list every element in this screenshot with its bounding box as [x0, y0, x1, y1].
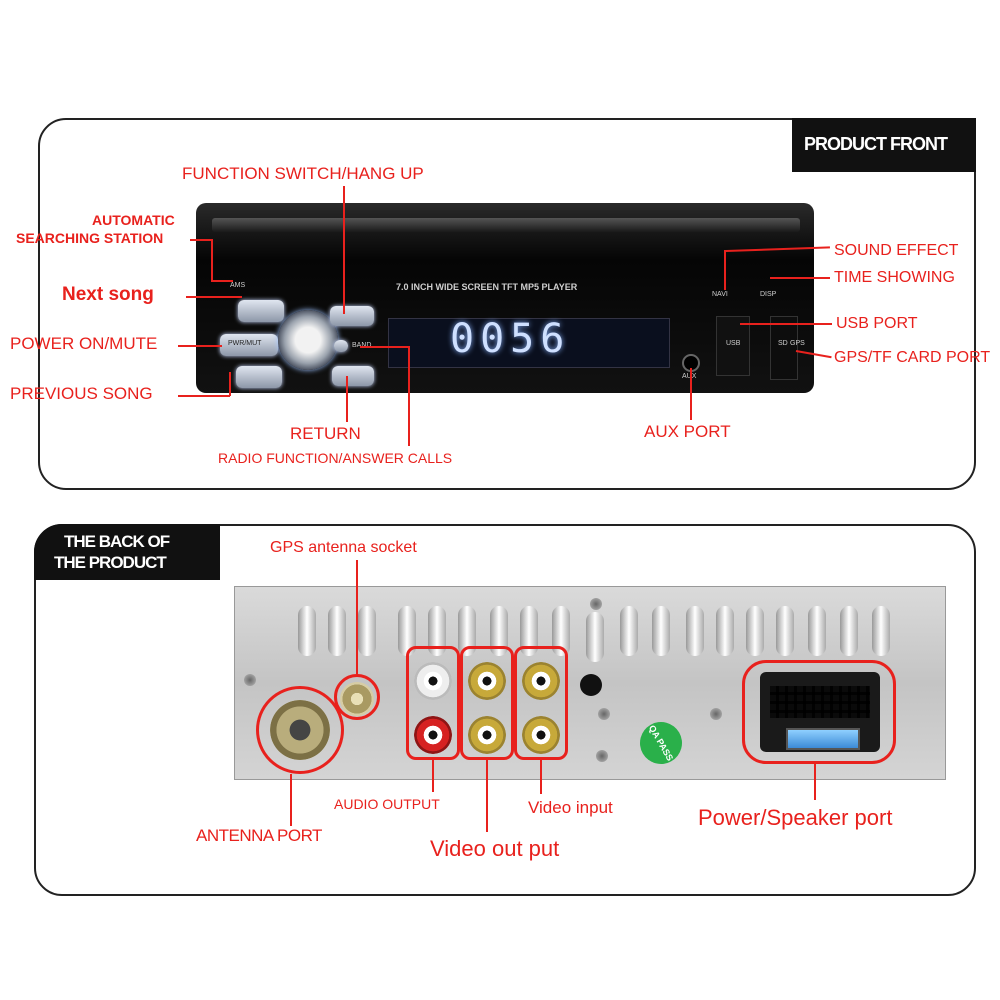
ams-label: AMS [230, 282, 246, 289]
connector-pins [770, 686, 870, 718]
back-header-text-1: THE BACK OF [64, 532, 170, 551]
label-aux-port: AUX PORT [644, 422, 731, 441]
gps-socket-highlight [334, 674, 380, 720]
label-auto-search-2: SEARCHING STATION [16, 230, 164, 246]
leader-video-input [540, 760, 542, 794]
volume-knob[interactable] [278, 310, 338, 370]
next-song-button[interactable] [238, 300, 284, 322]
label-video-out: Video out put [430, 836, 560, 861]
video-in-2[interactable] [522, 716, 560, 754]
function-switch-button[interactable] [330, 306, 374, 326]
leader-next-song [186, 296, 242, 298]
label-return: RETURN [290, 424, 361, 443]
screw-3 [710, 708, 722, 720]
leader-time-showing [770, 277, 830, 279]
usb-label: USB [726, 340, 741, 347]
label-function-switch: FUNCTION SWITCH/HANG UP [182, 164, 424, 183]
leader-auto-search-v [211, 239, 213, 281]
back-header [34, 524, 220, 580]
audio-output-highlight [406, 646, 460, 760]
label-radio-answer: RADIO FUNCTION/ANSWER CALLS [218, 450, 453, 466]
sd-gps-slot[interactable] [770, 316, 798, 380]
sd-label: SD [778, 340, 788, 347]
label-power-mute: POWER ON/MUTE [10, 334, 158, 353]
leader-power-speaker [814, 764, 816, 800]
label-gps-tf: GPS/TF CARD PORT [834, 349, 991, 366]
band-label: BAND [352, 342, 371, 349]
power-mute-label: PWR/MUT [228, 340, 262, 347]
navi-label: NAVI [712, 291, 728, 298]
audio-out-white[interactable] [414, 662, 452, 700]
label-antenna-port: ANTENNA PORT [196, 826, 322, 845]
band-button[interactable] [334, 340, 348, 352]
antenna-port-highlight [256, 686, 344, 774]
label-gps-antenna: GPS antenna socket [270, 539, 417, 556]
video-output-highlight [460, 646, 514, 760]
label-time-showing: TIME SHOWING [834, 269, 955, 286]
leader-video-out [486, 760, 488, 832]
leader-audio-output [432, 760, 434, 792]
leader-return [346, 376, 348, 422]
label-auto-search-1: AUTOMATIC [92, 212, 175, 228]
video-out-1[interactable] [468, 662, 506, 700]
label-power-speaker: Power/Speaker port [698, 805, 893, 830]
leader-auto-search-h [190, 239, 212, 241]
leader-previous-song-h [178, 395, 230, 397]
screen-caption: 7.0 INCH WIDE SCREEN TFT MP5 PLAYER [396, 282, 578, 292]
leader-usb [740, 323, 832, 325]
leader-radio-h [360, 346, 410, 348]
front-header-text: PRODUCT FRONT [804, 134, 948, 154]
lcd-window [388, 318, 670, 368]
back-header-text-2: THE PRODUCT [54, 553, 167, 572]
aux-label: AUX [682, 373, 696, 380]
lcd-display: 0056 [450, 316, 571, 362]
label-next-song: Next song [62, 284, 154, 305]
leader-power-mute [178, 345, 222, 347]
leader-gps-antenna [356, 560, 358, 674]
leader-previous-song-v [229, 372, 231, 396]
power-mute-button[interactable] [220, 334, 278, 356]
label-usb-port: USB PORT [836, 315, 918, 332]
fuse [786, 728, 860, 750]
video-out-2[interactable] [468, 716, 506, 754]
label-audio-output: AUDIO OUTPUT [334, 796, 440, 812]
leader-antenna-port [290, 774, 292, 826]
screw-5 [596, 750, 608, 762]
screw-1 [590, 598, 602, 610]
return-button[interactable] [332, 366, 374, 386]
leader-aux [690, 368, 692, 420]
previous-song-button[interactable] [236, 366, 282, 388]
leader-function-switch [343, 186, 345, 314]
audio-out-red[interactable] [414, 716, 452, 754]
leader-sound-effect-v [724, 250, 726, 290]
hole [580, 674, 602, 696]
front-header [792, 118, 976, 172]
gps-label: GPS [790, 340, 805, 347]
video-in-1[interactable] [522, 662, 560, 700]
head-unit-top-strip [212, 218, 800, 232]
disp-label: DISP [760, 291, 777, 298]
label-video-input: Video input [528, 798, 613, 817]
leader-radio-v [408, 346, 410, 446]
usb-slot[interactable] [716, 316, 750, 376]
label-sound-effect: SOUND EFFECT [834, 242, 959, 259]
power-speaker-highlight [742, 660, 896, 764]
label-previous-song: PREVIOUS SONG [10, 384, 153, 403]
leader-auto-search-h2 [211, 280, 233, 282]
screw-4 [244, 674, 256, 686]
video-input-highlight [514, 646, 568, 760]
screw-2 [598, 708, 610, 720]
